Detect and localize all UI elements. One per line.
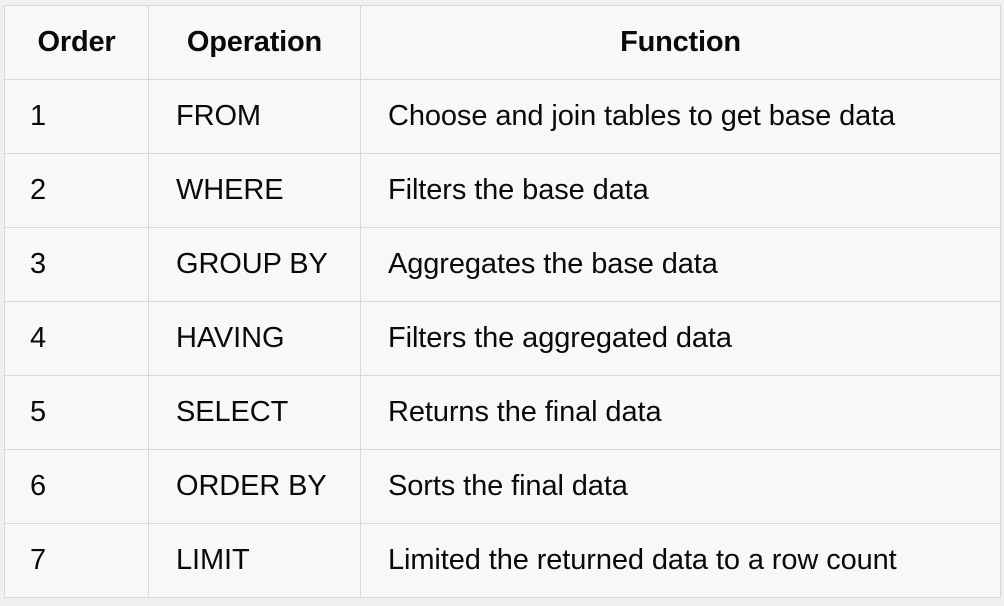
table-row: 3 GROUP BY Aggregates the base data bbox=[4, 227, 1001, 302]
cell-function: Returns the final data bbox=[360, 375, 1001, 450]
column-header-function: Function bbox=[360, 5, 1001, 80]
cell-operation: SELECT bbox=[148, 375, 361, 450]
cell-operation: FROM bbox=[148, 79, 361, 154]
table-row: 4 HAVING Filters the aggregated data bbox=[4, 301, 1001, 376]
cell-operation: ORDER BY bbox=[148, 449, 361, 524]
column-header-order: Order bbox=[4, 5, 149, 80]
cell-order: 5 bbox=[4, 375, 149, 450]
cell-function: Filters the base data bbox=[360, 153, 1001, 228]
cell-operation: LIMIT bbox=[148, 523, 361, 598]
cell-order: 4 bbox=[4, 301, 149, 376]
sql-execution-order-table: Order Operation Function 1 FROM Choose a… bbox=[4, 5, 1001, 598]
cell-order: 7 bbox=[4, 523, 149, 598]
table-header-row: Order Operation Function bbox=[4, 5, 1001, 80]
table-row: 1 FROM Choose and join tables to get bas… bbox=[4, 79, 1001, 154]
cell-order: 1 bbox=[4, 79, 149, 154]
table-row: 6 ORDER BY Sorts the final data bbox=[4, 449, 1001, 524]
cell-function: Filters the aggregated data bbox=[360, 301, 1001, 376]
cell-order: 2 bbox=[4, 153, 149, 228]
cell-order: 6 bbox=[4, 449, 149, 524]
table-row: 7 LIMIT Limited the returned data to a r… bbox=[4, 523, 1001, 598]
table-row: 5 SELECT Returns the final data bbox=[4, 375, 1001, 450]
cell-operation: WHERE bbox=[148, 153, 361, 228]
cell-function: Choose and join tables to get base data bbox=[360, 79, 1001, 154]
cell-operation: HAVING bbox=[148, 301, 361, 376]
cell-order: 3 bbox=[4, 227, 149, 302]
column-header-operation: Operation bbox=[148, 5, 361, 80]
cell-function: Sorts the final data bbox=[360, 449, 1001, 524]
cell-function: Aggregates the base data bbox=[360, 227, 1001, 302]
table-header: Order Operation Function bbox=[4, 5, 1001, 80]
cell-function: Limited the returned data to a row count bbox=[360, 523, 1001, 598]
cell-operation: GROUP BY bbox=[148, 227, 361, 302]
table-body: 1 FROM Choose and join tables to get bas… bbox=[4, 79, 1001, 598]
table-row: 2 WHERE Filters the base data bbox=[4, 153, 1001, 228]
